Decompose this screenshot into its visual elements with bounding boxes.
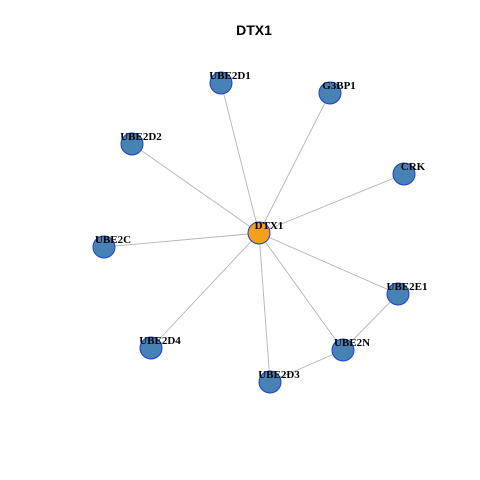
edge-dtx1-ube2d3 xyxy=(258,232,271,383)
node-ube2d3[interactable] xyxy=(258,370,282,394)
node-dtx1[interactable] xyxy=(247,221,271,245)
diagram-title: DTX1 xyxy=(236,22,272,38)
edge-ube2e1-ube2n xyxy=(342,293,399,351)
node-ube2e1[interactable] xyxy=(386,282,410,306)
edge-ube2n-ube2d3 xyxy=(269,349,344,383)
edge-dtx1-ube2n xyxy=(258,232,344,351)
node-label-ube2c: UBE2C xyxy=(95,234,131,246)
node-label-crk: CRK xyxy=(401,161,426,173)
edge-dtx1-ube2d1 xyxy=(220,82,260,234)
edge-dtx1-ube2e1 xyxy=(258,232,399,295)
node-label-ube2d3: UBE2D3 xyxy=(258,369,300,381)
node-label-g3bp1: G3BP1 xyxy=(322,80,356,92)
edge-dtx1-ube2d4 xyxy=(150,232,260,349)
node-g3bp1[interactable] xyxy=(318,81,342,105)
node-label-ube2d4: UBE2D4 xyxy=(139,335,181,347)
edge-dtx1-crk xyxy=(258,173,405,234)
node-label-ube2d2: UBE2D2 xyxy=(120,131,162,143)
edge-dtx1-g3bp1 xyxy=(258,92,331,234)
node-crk[interactable] xyxy=(392,162,416,186)
node-ube2n[interactable] xyxy=(331,338,355,362)
node-ube2c[interactable] xyxy=(92,235,116,259)
node-ube2d4[interactable] xyxy=(139,336,163,360)
edge-dtx1-ube2d2 xyxy=(131,143,260,234)
node-label-ube2n: UBE2N xyxy=(334,337,370,349)
node-label-ube2d1: UBE2D1 xyxy=(209,70,251,82)
node-label-dtx1: DTX1 xyxy=(255,220,284,232)
node-ube2d2[interactable] xyxy=(120,132,144,156)
node-ube2d1[interactable] xyxy=(209,71,233,95)
node-label-ube2e1: UBE2E1 xyxy=(387,281,428,293)
edge-dtx1-ube2c xyxy=(103,232,260,248)
edge-layer xyxy=(103,82,405,383)
node-layer xyxy=(92,71,416,394)
